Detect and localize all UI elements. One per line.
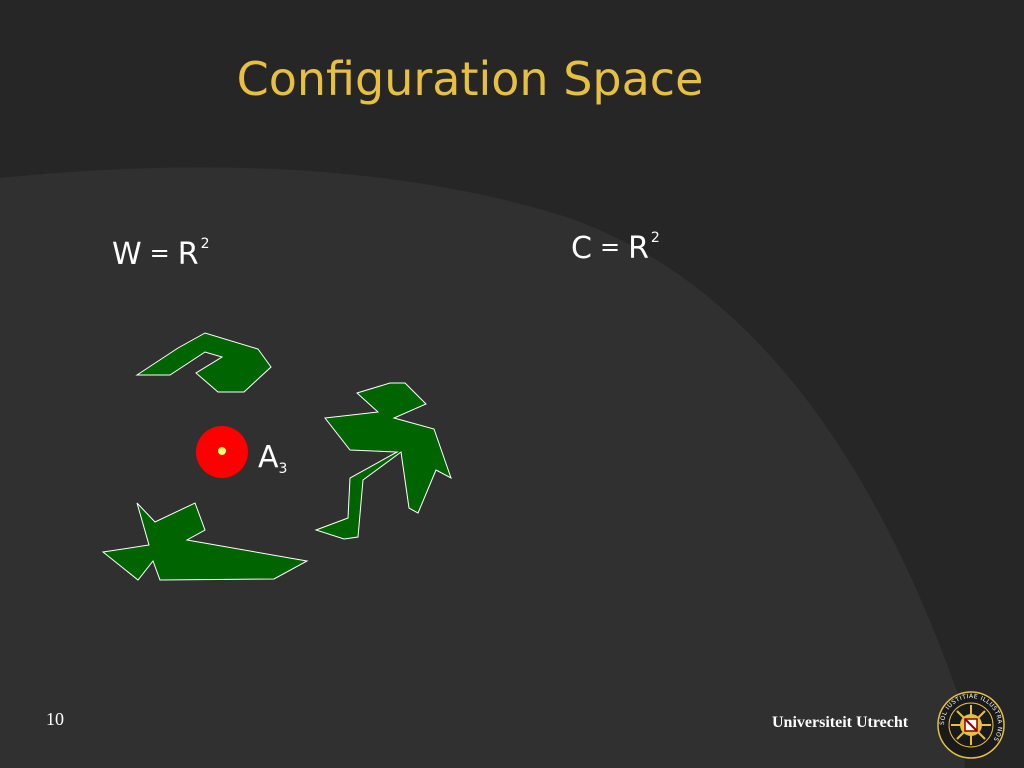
obstacle-top <box>135 332 272 393</box>
equals-sign: = <box>599 233 621 261</box>
workspace-symbol: W <box>112 237 142 272</box>
dimension-exponent: 2 <box>200 236 210 252</box>
obstacle-right <box>314 382 452 540</box>
real-space-symbol: R <box>628 231 649 266</box>
real-space-symbol: R <box>177 237 199 272</box>
university-seal-icon: SOL IUSTITIAE ILLUSTRA NOS <box>937 691 1005 759</box>
robot-index: 3 <box>278 461 288 477</box>
equals-sign: = <box>149 239 170 267</box>
obstacle-bottom <box>101 502 309 581</box>
robot-letter: A <box>258 440 279 475</box>
robot-reference-point <box>218 447 226 455</box>
robot-label: A3 <box>258 440 287 477</box>
page-number: 10 <box>46 709 64 729</box>
dimension-exponent: 2 <box>650 230 660 246</box>
cspace-symbol: C <box>571 231 592 266</box>
slide-title: Configuration Space <box>236 52 704 106</box>
university-name: Universiteit Utrecht <box>772 714 909 731</box>
